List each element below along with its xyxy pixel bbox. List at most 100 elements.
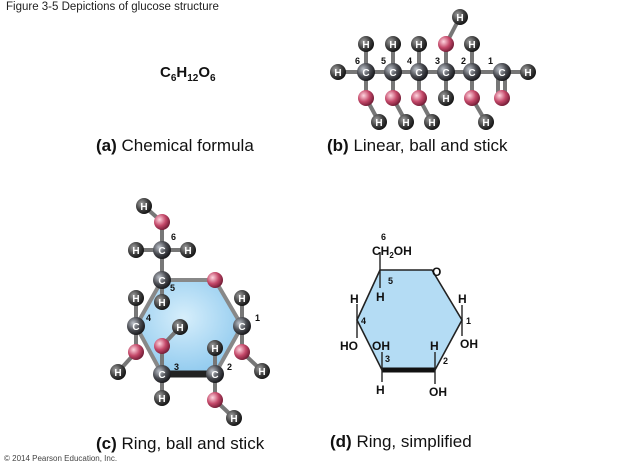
oxygen-atom	[411, 90, 427, 106]
caption-b: (b) Linear, ball and stick	[327, 136, 508, 155]
hydrogen-atom: H	[128, 242, 144, 258]
svg-text:C: C	[442, 68, 449, 79]
copyright-notice: © 2014 Pearson Education, Inc.	[4, 454, 118, 463]
svg-text:5: 5	[170, 283, 175, 293]
hydrogen-atom: H	[478, 114, 494, 130]
group-label: OH	[429, 385, 447, 399]
hydrogen-atom: H	[172, 319, 188, 335]
simplified-groups: H H HO OH H H OH H OH	[340, 290, 478, 399]
hydrogen-atom: H	[398, 114, 414, 130]
svg-text:H: H	[334, 68, 341, 79]
figure-title: Figure 3-5 Depictions of glucose structu…	[6, 1, 219, 13]
carbon-number: 6	[381, 232, 386, 242]
svg-text:C: C	[468, 68, 475, 79]
hydrogen-atom: H	[520, 64, 536, 80]
ring-carbon-numbers: 6 5 4 3 2 1	[146, 232, 260, 372]
svg-text:H: H	[468, 40, 475, 51]
group-label: HO	[340, 339, 358, 353]
carbon-atom: C	[493, 63, 511, 81]
hydrogen-atom: H	[438, 90, 454, 106]
carbon-number: 2	[443, 356, 448, 366]
oxygen-atom	[234, 344, 250, 360]
hydrogen-atom: H	[424, 114, 440, 130]
hydrogen-atom: H	[452, 9, 468, 25]
svg-text:H: H	[375, 118, 382, 129]
hydrogen-atom: H	[385, 36, 401, 52]
oxygen-atom	[385, 90, 401, 106]
group-label: H	[430, 339, 439, 353]
carbon-number: 1	[466, 316, 471, 326]
simplified-ring-hexagon	[356, 269, 463, 371]
hydrogen-atom: H	[411, 36, 427, 52]
svg-text:H: H	[238, 294, 245, 305]
svg-text:H: H	[132, 246, 139, 257]
carbon-atom: C	[206, 365, 224, 383]
svg-text:H: H	[230, 414, 237, 425]
svg-text:C: C	[415, 68, 422, 79]
hydrogen-atom: H	[226, 410, 242, 426]
carbon-atom: C	[233, 317, 251, 335]
svg-text:6: 6	[171, 232, 176, 242]
svg-text:5: 5	[381, 56, 386, 66]
svg-text:C: C	[158, 246, 165, 257]
simplified-bonds	[356, 252, 463, 384]
svg-text:2: 2	[227, 362, 232, 372]
hydrogen-atom: H	[154, 294, 170, 310]
hydrogen-atom: H	[128, 290, 144, 306]
oxygen-atom	[207, 392, 223, 408]
svg-text:H: H	[176, 323, 183, 334]
svg-text:H: H	[482, 118, 489, 129]
carbon-number: 4	[361, 316, 366, 326]
oxygen-atom	[494, 90, 510, 106]
hydrogen-atom: H	[358, 36, 374, 52]
linear-atoms: H H H H H H H H H H H H C C C C C C	[330, 9, 536, 130]
svg-text:C: C	[389, 68, 396, 79]
svg-text:H: H	[258, 367, 265, 378]
svg-text:C: C	[362, 68, 369, 79]
ch2oh-group: CH2OH	[372, 244, 412, 260]
svg-text:3: 3	[174, 362, 179, 372]
carbon-atom: C	[437, 63, 455, 81]
svg-text:1: 1	[255, 313, 260, 323]
svg-text:H: H	[389, 40, 396, 51]
caption-a: (a) Chemical formula	[96, 136, 254, 155]
svg-text:H: H	[158, 298, 165, 309]
svg-text:3: 3	[435, 56, 440, 66]
ring-ball-hexagon	[133, 278, 245, 376]
hydrogen-atom: H	[110, 364, 126, 380]
caption-d: (d) Ring, simplified	[330, 432, 472, 451]
svg-text:4: 4	[407, 56, 412, 66]
hydrogen-atom: H	[136, 198, 152, 214]
svg-text:H: H	[402, 118, 409, 129]
svg-text:H: H	[184, 246, 191, 257]
svg-text:H: H	[442, 94, 449, 105]
chemical-formula: C6H12O6	[160, 64, 216, 84]
svg-text:H: H	[158, 394, 165, 405]
svg-text:C: C	[211, 370, 218, 381]
svg-text:C: C	[498, 68, 505, 79]
hydrogen-atom: H	[371, 114, 387, 130]
oxygen-atom	[438, 36, 454, 52]
hydrogen-atom: H	[154, 390, 170, 406]
carbon-atom: C	[153, 241, 171, 259]
hydrogen-atom: H	[464, 36, 480, 52]
hydrogen-atom: H	[330, 64, 346, 80]
carbon-atom: C	[153, 271, 171, 289]
svg-text:2: 2	[461, 56, 466, 66]
svg-text:C: C	[238, 322, 245, 333]
svg-text:4: 4	[146, 313, 151, 323]
group-label: OH	[372, 339, 390, 353]
hydrogen-atom: H	[254, 363, 270, 379]
svg-text:H: H	[211, 344, 218, 355]
svg-text:H: H	[428, 118, 435, 129]
oxygen-atom	[358, 90, 374, 106]
svg-text:H: H	[456, 13, 463, 24]
svg-text:H: H	[524, 68, 531, 79]
carbon-atom: C	[127, 317, 145, 335]
ring-oxygen-atom	[207, 272, 223, 288]
oxygen-atom	[154, 338, 170, 354]
hydrogen-atom: H	[180, 242, 196, 258]
carbon-number: 3	[385, 354, 390, 364]
group-label: H	[458, 292, 467, 306]
svg-text:H: H	[140, 202, 147, 213]
